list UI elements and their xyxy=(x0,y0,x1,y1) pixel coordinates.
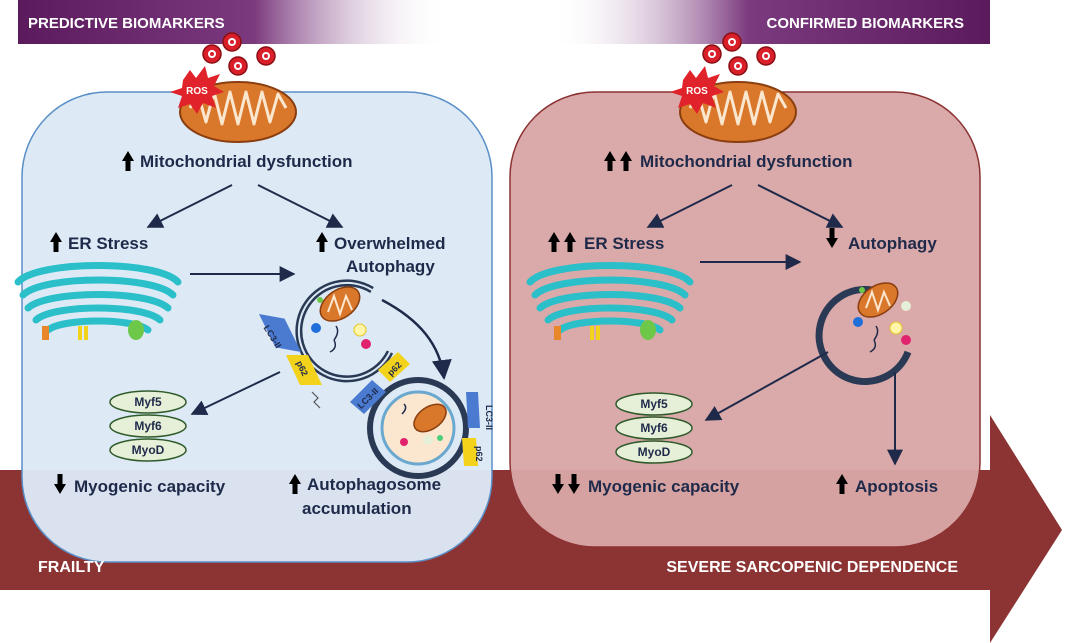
phagophore-icon xyxy=(295,279,394,383)
gene-myf5: Myf5 xyxy=(640,397,668,411)
right-apoptosis-label: Apoptosis xyxy=(855,477,938,496)
ros-label: ROS xyxy=(686,86,708,97)
gene-myod: MyoD xyxy=(638,445,671,459)
gene-myod: MyoD xyxy=(132,443,165,457)
ros-particle-icon xyxy=(728,56,748,76)
header-predictive: PREDICTIVE BIOMARKERS xyxy=(28,15,225,32)
lc3-p62-tag-icon: LC3-II p62 xyxy=(258,314,322,409)
arrow-to-myogenic xyxy=(704,351,829,421)
ros-burst-icon xyxy=(170,66,224,114)
left-accum-label-1: Autophagosome xyxy=(307,475,441,494)
left-myogenic-label: Myogenic capacity xyxy=(74,477,226,496)
ros-particle-icon xyxy=(702,44,722,64)
axis-frailty-label: FRAILTY xyxy=(38,559,105,576)
lc3-label: LC3-II xyxy=(484,405,494,430)
p62-label: p62 xyxy=(474,446,484,462)
right-mito-label: Mitochondrial dysfunction xyxy=(640,152,853,171)
ros-particle-icon xyxy=(722,32,742,52)
phagophore-icon xyxy=(815,282,912,385)
arrow-mito-to-autophagy xyxy=(257,184,344,228)
ros-particle-icon xyxy=(202,44,222,64)
ros-particle-icon xyxy=(756,46,776,66)
left-mito-label: Mitochondrial dysfunction xyxy=(140,152,353,171)
header-confirmed: CONFIRMED BIOMARKERS xyxy=(767,15,965,32)
right-mitochondrion: ROS xyxy=(670,32,798,144)
left-accum-label-2: accumulation xyxy=(302,499,412,518)
ros-particle-icon xyxy=(256,46,276,66)
arrow-to-myogenic xyxy=(190,371,281,416)
left-autophagy-label-1: Overwhelmed xyxy=(334,234,446,253)
arrow-mito-to-er xyxy=(646,184,733,228)
arrow-mito-to-er xyxy=(146,184,233,228)
gene-myf6: Myf6 xyxy=(640,421,668,435)
arrow-phagophore-to-autophagosome xyxy=(381,298,452,380)
autophagosome-icon xyxy=(367,377,469,479)
left-mitochondrion: ROS xyxy=(170,32,298,144)
right-myogenic-label: Myogenic capacity xyxy=(588,477,740,496)
ros-label: ROS xyxy=(186,86,208,97)
ros-burst-icon xyxy=(670,66,724,114)
axis-severe-label: SEVERE SARCOPENIC DEPENDENCE xyxy=(666,559,958,576)
right-er-label: ER Stress xyxy=(584,234,664,253)
gene-myf6: Myf6 xyxy=(134,419,162,433)
ros-particle-icon xyxy=(222,32,242,52)
left-er-label: ER Stress xyxy=(68,234,148,253)
gene-myf5: Myf5 xyxy=(134,395,162,409)
header-bar-right xyxy=(550,0,990,44)
left-autophagy-label-2: Autophagy xyxy=(346,257,435,276)
right-autophagy-label: Autophagy xyxy=(848,234,937,253)
autophagosome-tags-icon: LC3-II p62 LC3-II p62 xyxy=(350,352,494,466)
ros-particle-icon xyxy=(228,56,248,76)
arrow-mito-to-autophagy xyxy=(757,184,844,228)
